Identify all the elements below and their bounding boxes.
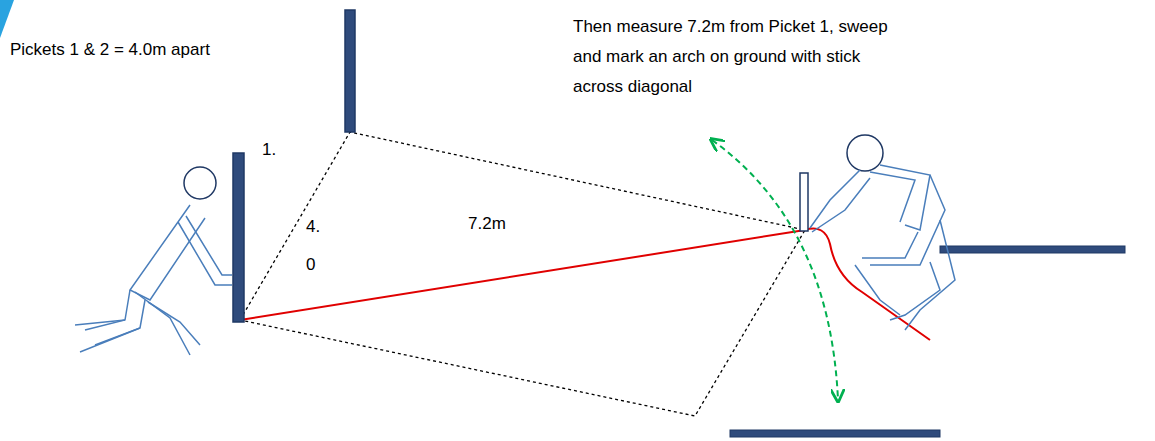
- picket-2: [345, 10, 355, 132]
- instruction-note: Then measure 7.2m from Picket 1, sweep a…: [573, 12, 913, 101]
- picket-number: 1.: [262, 140, 276, 160]
- picket-lying: [940, 246, 1125, 253]
- layout-outline: [240, 132, 805, 416]
- sweep-arc: [712, 140, 838, 400]
- dimension: 4. 0: [306, 208, 328, 285]
- dimension: 7.2m: [468, 214, 506, 234]
- person-left: [75, 167, 232, 355]
- marking-stick: [800, 173, 808, 231]
- picket-1: [233, 153, 244, 322]
- tape-diagonal: [240, 230, 805, 320]
- corner-mark: [0, 0, 14, 38]
- tape-end: [805, 229, 930, 340]
- person-right: [810, 135, 955, 330]
- picket-lying: [730, 430, 940, 437]
- spacing-note: Pickets 1 & 2 = 4.0m apart: [10, 40, 210, 60]
